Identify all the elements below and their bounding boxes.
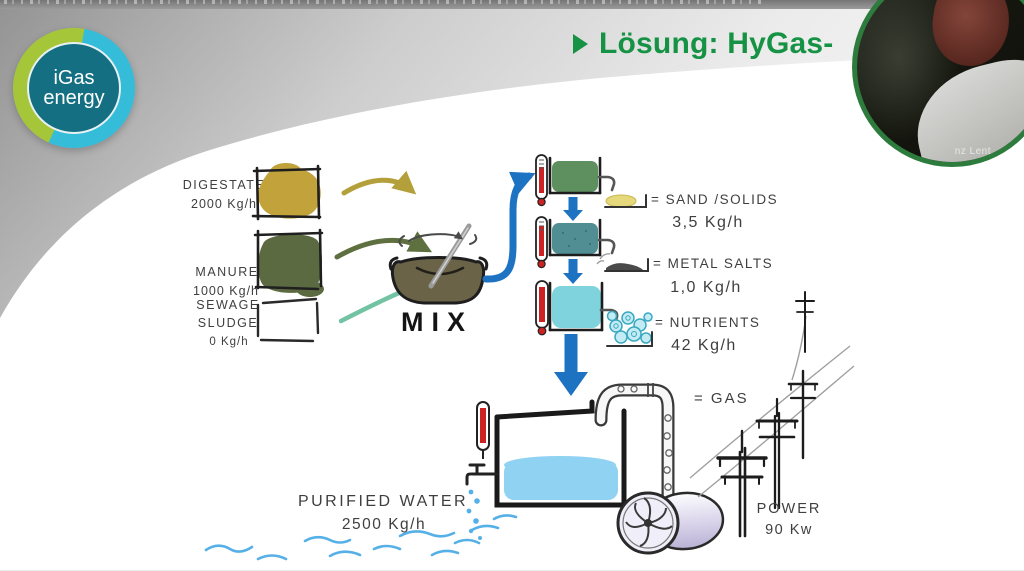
manure-blob — [258, 234, 323, 293]
stage-2-output-label: = METAL SALTS — [653, 256, 773, 271]
stage-2-salts-pile — [606, 263, 644, 271]
power-rate: 90 Kw — [765, 522, 813, 538]
sewage-rate: 0 Kg/h — [209, 336, 248, 348]
stage-3-beaker — [548, 281, 604, 332]
manure-rate: 1000 Kg/h — [193, 284, 259, 298]
tank-thermometer-mercury — [480, 408, 486, 443]
stage-1-down-arrowhead — [563, 210, 583, 221]
thermometer-1-ticks — [539, 159, 544, 169]
slide-title-text: Lösung: HyGas- — [599, 27, 834, 60]
tank-water-surface — [504, 456, 616, 474]
sewage-label-line1: SEWAGE — [196, 298, 259, 312]
illegible-text-fragments — [4, 0, 764, 4]
stage-3-vessel: = NUTRIENTS 42 Kg/h — [535, 280, 760, 354]
thermometer-1-bulb — [537, 197, 546, 207]
stage-3-tray — [606, 331, 653, 347]
stage-1-liquid — [552, 161, 598, 192]
digestate-box — [251, 164, 322, 221]
thermometer-2-mercury — [539, 226, 544, 256]
thermometer-1-mercury — [539, 167, 544, 193]
truncated-window-text-strip — [0, 0, 1024, 9]
igas-logo-disc: iGas energy — [27, 42, 121, 134]
stage-1-sand-pile — [605, 194, 637, 208]
digestate-rate: 2000 Kg/h — [191, 197, 257, 211]
stage-3-bubble-details — [613, 315, 637, 337]
power-pole-small — [787, 369, 819, 460]
title-bullet-icon — [573, 34, 588, 54]
pipe-bubbles — [617, 385, 673, 491]
stage-1-tap — [597, 175, 616, 192]
presenter-webcam-bubble[interactable]: nz Lent — [852, 0, 1024, 167]
tank-tap — [465, 463, 499, 486]
tank-outline — [494, 399, 627, 508]
header-swoosh-band — [0, 8, 1024, 318]
thermometer-2-ticks — [539, 221, 544, 231]
water-waves — [204, 514, 518, 561]
stage-1-beaker — [548, 156, 602, 195]
logo-text-line1: iGas — [53, 66, 95, 89]
digestate-blob — [258, 166, 321, 219]
digestate-label: DIGESTATE — [183, 178, 266, 192]
stage-2-down-arrowhead — [563, 273, 583, 284]
manure-box — [253, 228, 324, 291]
slide-title: Lösung: HyGas- — [573, 27, 833, 61]
stage-2-tray — [604, 258, 649, 272]
thermometer-3-mercury — [539, 287, 545, 322]
stage-2-liquid-dots — [561, 229, 592, 248]
power-label: POWER — [757, 501, 822, 517]
stage-3-to-tank-arrow — [554, 334, 588, 396]
mixer-stir-swirl-icon — [398, 231, 478, 247]
tap-water-drops — [466, 489, 482, 540]
mixer-pot — [390, 256, 486, 305]
logo-text-line2: energy — [43, 87, 105, 109]
power-pole-large — [716, 429, 768, 538]
stage-2-tap — [597, 238, 616, 255]
mixer-rim-left — [388, 256, 399, 271]
mixer: MIX — [388, 171, 536, 337]
stage-2-vessel: = METAL SALTS 1,0 Kg/h — [535, 216, 773, 296]
mixer-label: MIX — [401, 307, 473, 337]
stage-1-output-label: = SAND /SOLIDS — [651, 192, 778, 207]
thermometer-3-bulb — [537, 326, 547, 336]
input-digestate: DIGESTATE 2000 Kg/h — [183, 163, 417, 221]
stage-2-puff-marks — [596, 253, 611, 265]
stage-3-output-rate: 42 Kg/h — [671, 337, 737, 354]
stage-1-output-rate: 3,5 Kg/h — [672, 214, 744, 231]
pipe-flange — [647, 383, 654, 397]
manure-arrow — [334, 231, 433, 260]
stage-3-liquid — [552, 286, 601, 328]
power-pole-medium — [755, 397, 799, 510]
manure-label: MANURE — [195, 265, 258, 279]
purified-water-rate: 2500 Kg/h — [342, 516, 426, 533]
mixer-rim-right — [478, 256, 489, 271]
stage-3-output-label: = NUTRIENTS — [655, 315, 760, 330]
sewage-box — [256, 297, 320, 343]
turbine-fan-rim — [622, 497, 674, 549]
input-sewage-sludge: SEWAGE SLUDGE 0 Kg/h — [196, 279, 426, 348]
input-manure: MANURE 1000 Kg/h — [193, 228, 433, 298]
stage-2-output-rate: 1,0 Kg/h — [670, 279, 742, 296]
turbine — [616, 491, 725, 555]
stage-2-beaker — [548, 218, 602, 257]
gas-pipe: = GAS — [594, 383, 749, 512]
mixer-to-stage1-pipe — [482, 171, 536, 283]
purified-water-label: PURIFIED WATER — [298, 493, 468, 510]
digestate-arrow — [341, 170, 417, 196]
thermometer-2-bulb — [537, 259, 546, 269]
power-lines: POWER 90 Kw — [689, 291, 855, 538]
igas-energy-logo: iGas energy — [13, 28, 135, 148]
power-pole-distant — [795, 291, 815, 353]
water-tank: PURIFIED WATER 2500 Kg/h — [204, 399, 627, 561]
presenter-name-tag: nz Lent — [954, 146, 991, 157]
stage-1-vessel: = SAND /SOLIDS 3,5 Kg/h — [535, 154, 778, 231]
gas-label: = GAS — [694, 390, 749, 407]
sewage-label-line2: SLUDGE — [198, 316, 258, 330]
stage-1-tray — [604, 194, 647, 208]
turbine-hub — [644, 519, 652, 527]
digestate-blob-lump — [270, 163, 302, 181]
